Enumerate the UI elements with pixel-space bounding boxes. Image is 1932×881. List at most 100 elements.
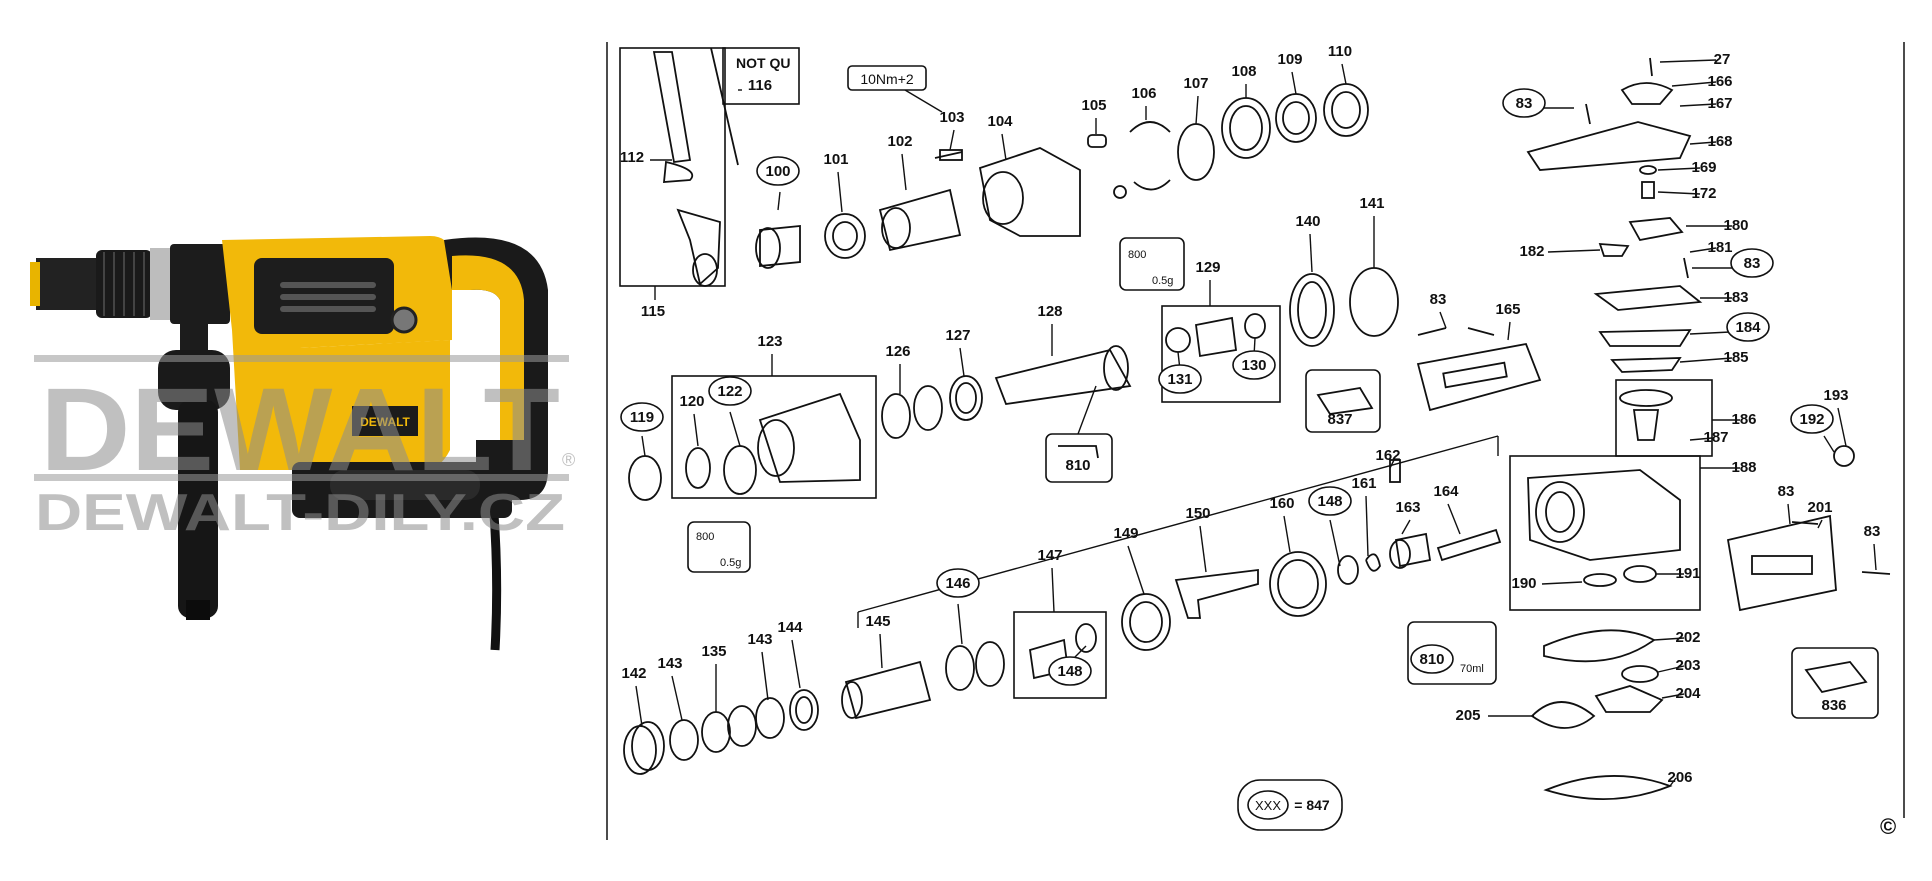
part-label-83: 83 <box>1744 255 1761 272</box>
part-label-110: 110 <box>1328 43 1352 60</box>
leader-line-144 <box>791 639 801 689</box>
part-label-148: 148 <box>1057 663 1082 680</box>
leader-line-102 <box>901 153 907 191</box>
leader-line-83 <box>1439 311 1447 329</box>
leader-line-193 <box>1837 407 1847 447</box>
part-label-105: 105 <box>1081 97 1106 114</box>
leader-line-184 <box>1689 331 1731 335</box>
part-label-836: 836 <box>1821 697 1846 714</box>
part-label-109: 109 <box>1277 51 1302 68</box>
callout-circle-810 <box>1410 644 1454 674</box>
leader-line-182 <box>1547 249 1601 253</box>
part-label-190: 190 <box>1511 575 1536 592</box>
part-label-106: 106 <box>1131 85 1156 102</box>
leader-line-127 <box>959 347 965 377</box>
copyright-mark: © <box>1880 814 1896 839</box>
part-label-123: 123 <box>757 333 782 350</box>
part-label-183: 183 <box>1723 289 1748 306</box>
leader-line-181 <box>1689 247 1717 253</box>
part-label-145: 145 <box>865 613 890 630</box>
leader-line-83 <box>1873 543 1877 571</box>
leader-line-160 <box>1283 515 1291 553</box>
legend-key: XXX <box>1255 798 1281 813</box>
part-label-129: 129 <box>1195 259 1220 276</box>
leader-line-122 <box>729 411 741 447</box>
part-group-handle: NOT QU <box>619 47 800 287</box>
part-label-135: 135 <box>701 643 726 660</box>
leader-line-104 <box>1001 133 1007 161</box>
leader-line-169 <box>1657 167 1701 171</box>
leader-line-166 <box>1671 81 1717 87</box>
part-label-185: 185 <box>1723 349 1748 366</box>
part-shapes-spindle <box>881 345 1132 483</box>
leader-line-190 <box>1541 581 1583 585</box>
leader-line-162 <box>1389 459 1395 469</box>
legend: XXX = 847 <box>1237 779 1343 831</box>
part-label-146: 146 <box>945 575 970 592</box>
leader-line-204 <box>1661 693 1685 699</box>
part-label-205: 205 <box>1455 707 1480 724</box>
part-shapes-top <box>755 83 1369 269</box>
grease-800-bottom: 800 <box>696 531 714 543</box>
callout-circle-100 <box>756 156 800 186</box>
part-label-115: 115 <box>641 303 665 320</box>
part-label-112: 112 <box>620 149 644 166</box>
leader-line-165 <box>1507 321 1511 341</box>
part-label-131: 131 <box>1167 371 1192 388</box>
part-label-163: 163 <box>1395 499 1420 516</box>
part-label-103: 103 <box>939 109 964 126</box>
grease-qty-810: 70ml <box>1460 663 1484 675</box>
leader-line-187 <box>1689 437 1713 441</box>
part-label-100: 100 <box>765 163 790 180</box>
leader-line-147 <box>1051 567 1055 613</box>
part-label-141: 141 <box>1359 195 1384 212</box>
part-label-104: 104 <box>987 113 1013 130</box>
leader-line-143 <box>761 651 769 701</box>
part-label-160: 160 <box>1269 495 1294 512</box>
part-label-144: 144 <box>777 619 803 636</box>
part-label-130: 130 <box>1241 357 1266 374</box>
watermark-brand: DEWALT <box>40 364 560 496</box>
watermark: DEWALT ® DEWALT-DILY.CZ <box>34 355 575 542</box>
callout-circle-131 <box>1158 364 1202 394</box>
leader-line-145 <box>879 633 883 669</box>
not-qu-note: NOT QU <box>736 55 790 71</box>
leader-line-27 <box>1659 59 1717 63</box>
callout-circle-119 <box>620 402 664 432</box>
grease-qty-top: 0.5g <box>1152 275 1173 287</box>
part-label-128: 128 <box>1037 303 1062 320</box>
callout-circle-148 <box>1308 486 1352 516</box>
callout-circle-83 <box>1502 88 1546 118</box>
part-label-147: 147 <box>1037 547 1062 564</box>
part-label-837: 837 <box>1327 411 1352 428</box>
part-label-148: 148 <box>1317 493 1342 510</box>
part-label-191: 191 <box>1675 565 1700 582</box>
legend-value: = 847 <box>1294 797 1330 813</box>
part-label-180: 180 <box>1723 217 1748 234</box>
part-label-167: 167 <box>1707 95 1732 112</box>
leader-line-120 <box>693 413 699 447</box>
leader-line-109 <box>1291 71 1297 95</box>
part-label-119: 119 <box>630 409 654 426</box>
leader-line-143 <box>671 675 683 721</box>
part-label-107: 107 <box>1183 75 1208 92</box>
part-label-143: 143 <box>657 655 682 672</box>
part-label-810: 810 <box>1065 457 1090 474</box>
leader-line-146 <box>957 603 963 645</box>
leader-line-168 <box>1689 141 1717 145</box>
part-label-192: 192 <box>1799 411 1824 428</box>
torque-note: 10Nm+2 <box>847 65 943 113</box>
leader-line-192 <box>1823 435 1835 453</box>
part-label-83: 83 <box>1516 95 1533 112</box>
watermark-site: DEWALT-DILY.CZ <box>35 484 565 542</box>
callout-circle-184 <box>1726 312 1770 342</box>
leader-line-202 <box>1653 637 1685 641</box>
leader-line-810 <box>1077 385 1097 435</box>
part-label-102: 102 <box>887 133 912 150</box>
part-shapes-middle-right <box>1289 267 1542 412</box>
leader-line-110 <box>1341 63 1347 85</box>
part-label-193: 193 <box>1823 387 1848 404</box>
leader-line-119 <box>641 435 646 457</box>
